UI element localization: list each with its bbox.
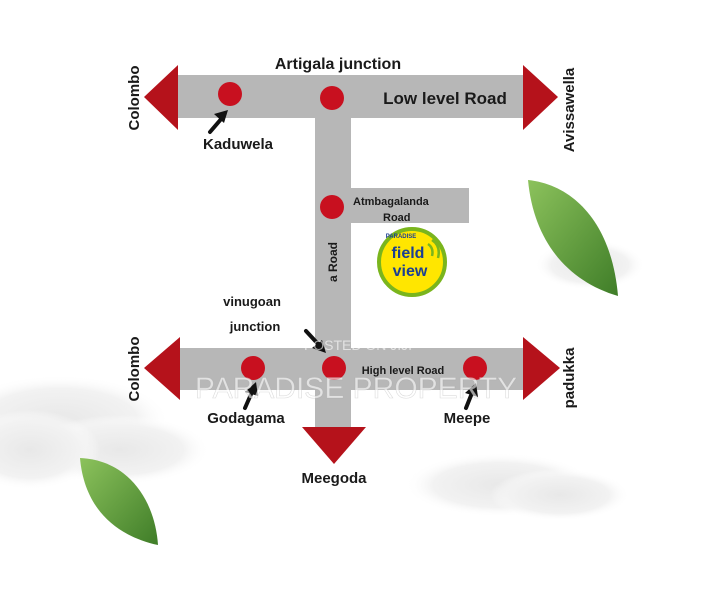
arrow-down <box>302 427 366 464</box>
marker-kaduwela <box>218 82 242 106</box>
marker-atmbagalanda <box>320 195 344 219</box>
logo-text-view: view <box>393 263 428 280</box>
label-junction-line1: vinugoan <box>223 294 281 309</box>
label-low-level-road: Low level Road <box>383 89 507 108</box>
label-atmbagalanda-road-1: Atmbagalanda <box>353 196 430 208</box>
logo-text-field: field <box>392 245 425 262</box>
marker-artigala <box>320 86 344 110</box>
label-avissawella: Avissawella <box>561 67 578 152</box>
label-atmbagalanda-road-2: Road <box>383 212 411 224</box>
label-meepe: Meepe <box>444 410 491 427</box>
label-padukka: padukka <box>561 347 578 409</box>
marker-junction <box>322 356 346 380</box>
pointer-arrow-godagama <box>243 382 258 410</box>
arrow-right-bottom <box>523 337 560 400</box>
cloud-decoration-right <box>405 453 630 521</box>
label-meegoda: Meegoda <box>301 470 367 487</box>
leaf-icon <box>80 458 158 545</box>
marker-godagama <box>241 356 265 380</box>
pointer-arrow-junction <box>304 329 326 353</box>
label-high-level-road: High level Road <box>362 365 445 377</box>
cloud-decoration-left <box>0 375 210 490</box>
label-junction-line2: junction <box>229 319 281 334</box>
marker-meepe <box>463 356 487 380</box>
pointer-arrow-kaduwela <box>208 110 228 134</box>
label-colombo-bottom: Colombo <box>126 337 143 402</box>
label-artigala-junction: Artigala junction <box>275 56 401 73</box>
arrow-left-bottom <box>144 337 180 400</box>
arrow-right-top <box>523 65 558 130</box>
leaf-icon <box>528 180 618 296</box>
atmbagalanda-road <box>340 188 469 223</box>
label-kaduwela: Kaduwela <box>203 136 274 153</box>
arrow-left-top <box>144 65 178 130</box>
pointer-arrow-meepe <box>464 383 478 410</box>
wifi-icon <box>427 238 440 259</box>
field-view-logo: PARADISE field view <box>377 227 447 297</box>
watermark-posted: POSTED ON JIJI <box>304 337 412 353</box>
label-godagama: Godagama <box>207 410 285 427</box>
watermark-company: PARADISE PROPERTY <box>195 372 517 405</box>
logo-brand: PARADISE <box>386 234 417 240</box>
label-vertical-road: a Road <box>326 242 340 282</box>
label-colombo-top: Colombo <box>126 66 143 131</box>
